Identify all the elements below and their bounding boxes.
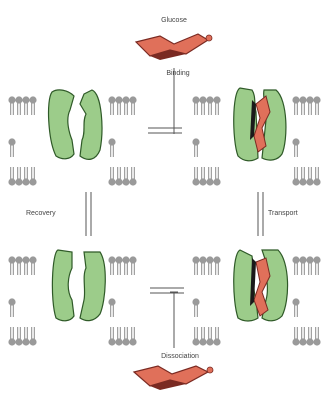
equilibrium-arrow-top (148, 128, 182, 133)
glucose-molecule-bottom-icon (134, 366, 213, 390)
glucose-label-top: Glucose (161, 17, 187, 24)
transporter-protein-release-icon (234, 250, 288, 321)
glucose-molecule-icon (136, 34, 212, 60)
recovery-label: Recovery (26, 210, 56, 217)
recovery-arrow (86, 192, 91, 236)
equilibrium-arrow-bottom (150, 288, 184, 293)
transporter-protein-bound-icon (234, 88, 286, 161)
dissociation-label: Dissociation (161, 353, 199, 360)
transport-arrow (258, 192, 263, 236)
binding-label: Binding (166, 70, 189, 77)
transporter-protein-icon (49, 90, 102, 159)
dissociation-arrow (170, 292, 178, 348)
transporter-protein-inward-icon (52, 250, 105, 321)
transport-label: Transport (268, 210, 298, 217)
